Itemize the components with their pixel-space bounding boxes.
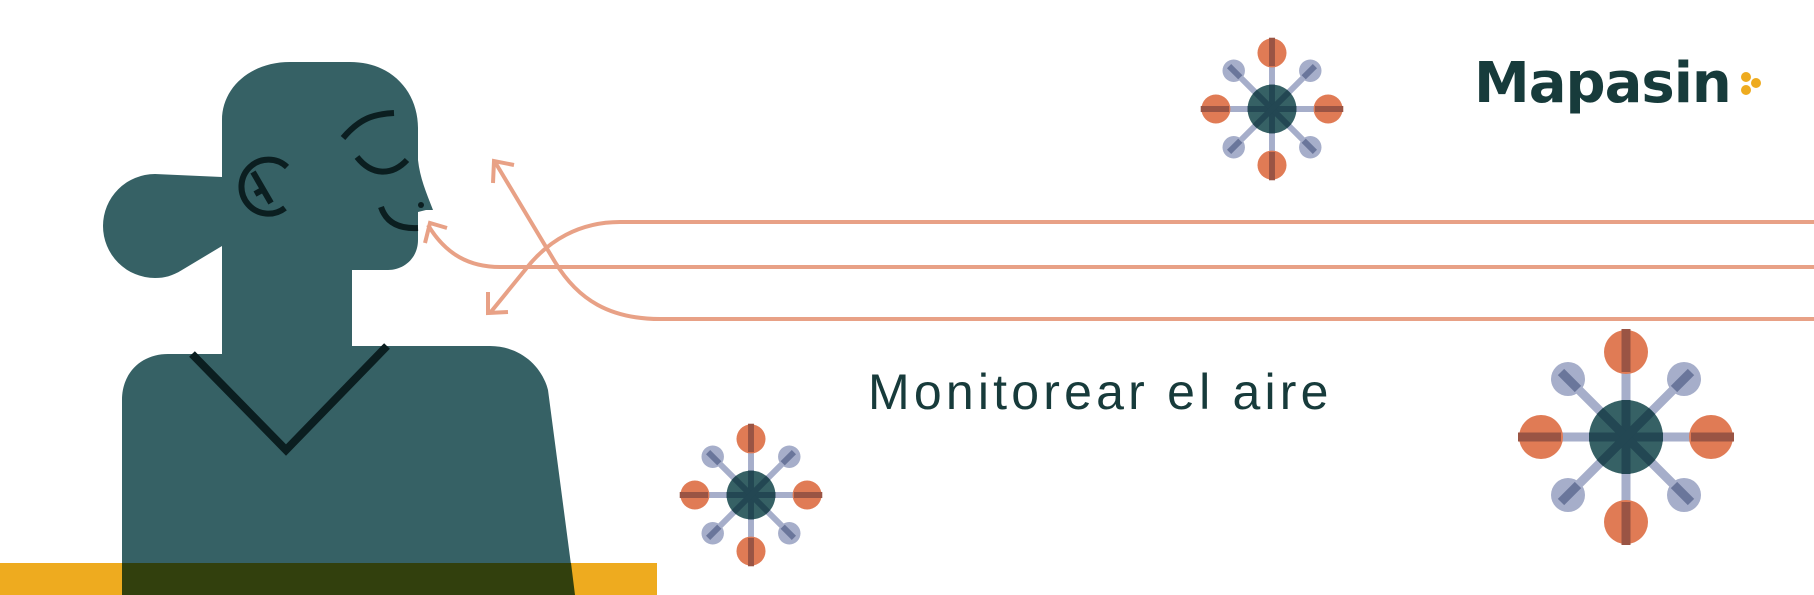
brand-name: Mapasin <box>1474 51 1732 116</box>
nostril <box>418 202 424 208</box>
air-line-bottom <box>493 160 1814 321</box>
v-neck-line <box>189 343 390 456</box>
air-flow-lines <box>423 158 1814 321</box>
air-line-middle <box>426 223 1814 269</box>
molecule-right-icon <box>1518 329 1734 545</box>
closed-eye <box>354 155 410 175</box>
molecule-top-icon <box>1201 38 1344 181</box>
person-figure <box>103 62 575 595</box>
torso <box>122 346 575 595</box>
ear <box>238 156 290 217</box>
logo-dots-icon <box>1739 64 1769 104</box>
smile <box>378 205 419 232</box>
arrow-head-down-left-icon <box>486 292 509 316</box>
head <box>222 62 433 348</box>
floor-bar <box>0 563 657 595</box>
hair-bun <box>103 174 222 278</box>
brand-logo[interactable]: Mapasin <box>1474 48 1769 120</box>
molecule-bottom-left-icon <box>680 424 823 567</box>
eyebrow <box>340 110 395 140</box>
arrow-head-nose-icon <box>423 220 448 244</box>
arrow-head-up-icon <box>491 158 515 184</box>
headline: Monitorear el aire <box>868 364 1333 420</box>
